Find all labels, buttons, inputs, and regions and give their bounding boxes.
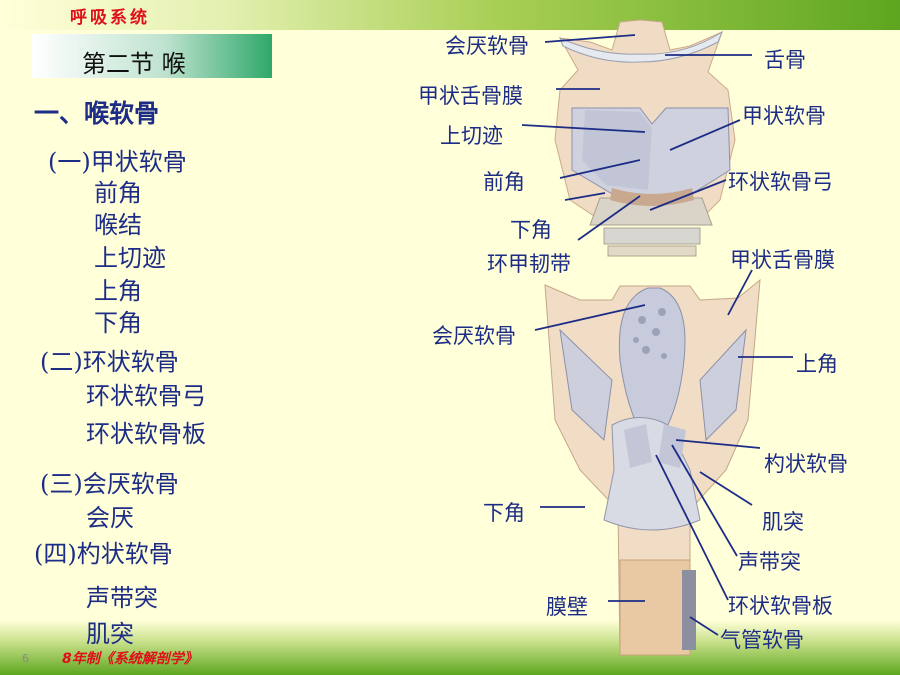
outline-laryngeal-prominence: 喉结	[94, 211, 142, 239]
bottom-decor-band	[0, 620, 900, 675]
outline-cricoid-lamina: 环状软骨板	[86, 420, 206, 448]
label-arytenoid-cartilage: 杓状软骨	[764, 452, 848, 476]
outline-anterior-angle: 前角	[94, 179, 142, 207]
top-decor-band	[0, 0, 900, 30]
label-cricothyroid-ligament: 环甲韧带	[487, 252, 571, 276]
footer-course-title: 8年制《系统解剖学》	[62, 651, 198, 667]
section-title: 第二节 喉	[82, 50, 186, 78]
outline-epiglottis: 会厌	[86, 504, 134, 532]
label-cricoid-arch: 环状软骨弓	[728, 170, 833, 194]
label-tracheal-cartilage: 气管软骨	[720, 628, 804, 652]
label-superior-notch: 上切迹	[440, 124, 503, 148]
label-cricoid-lamina: 环状软骨板	[728, 594, 833, 618]
label-thyrohyoid-membrane-bottom: 甲状舌骨膜	[730, 248, 835, 272]
outline-thyroid-cartilage: (一)甲状软骨	[48, 148, 187, 176]
outline-vocal-process: 声带突	[86, 584, 158, 612]
label-anterior-angle: 前角	[483, 170, 525, 194]
chapter-title: 呼吸系统	[70, 8, 150, 28]
label-membranous-wall: 膜壁	[546, 595, 588, 619]
outline-epiglottic-cartilage: (三)会厌软骨	[40, 470, 179, 498]
outline-superior-horn: 上角	[94, 277, 142, 305]
label-thyrohyoid-membrane-top: 甲状舌骨膜	[418, 84, 523, 108]
larynx-anterior-view	[554, 19, 736, 257]
label-inferior-horn-bottom: 下角	[483, 501, 525, 525]
outline-heading: 一、喉软骨	[34, 99, 160, 128]
larynx-posterior-view	[544, 278, 761, 656]
outline-cricoid-cartilage: (二)环状软骨	[40, 348, 179, 376]
label-superior-horn: 上角	[796, 352, 838, 376]
label-epiglottic-cartilage-top: 会厌软骨	[445, 34, 529, 58]
label-epiglottic-cartilage-bottom: 会厌软骨	[432, 324, 516, 348]
page-number: 6	[22, 652, 29, 665]
leader-lines	[521, 34, 793, 636]
outline-arytenoid-cartilage: (四)杓状软骨	[34, 540, 173, 568]
outline-cricoid-arch: 环状软骨弓	[86, 382, 206, 410]
label-thyroid-cartilage: 甲状软骨	[742, 104, 826, 128]
label-muscular-process: 肌突	[762, 510, 804, 534]
outline-superior-notch: 上切迹	[94, 244, 166, 272]
label-vocal-process: 声带突	[738, 550, 801, 574]
label-inferior-horn-top: 下角	[510, 218, 552, 242]
section-title-box	[32, 34, 272, 78]
outline-inferior-horn: 下角	[94, 309, 142, 337]
label-hyoid-bone: 舌骨	[764, 48, 806, 72]
outline-muscular-process: 肌突	[86, 620, 134, 648]
